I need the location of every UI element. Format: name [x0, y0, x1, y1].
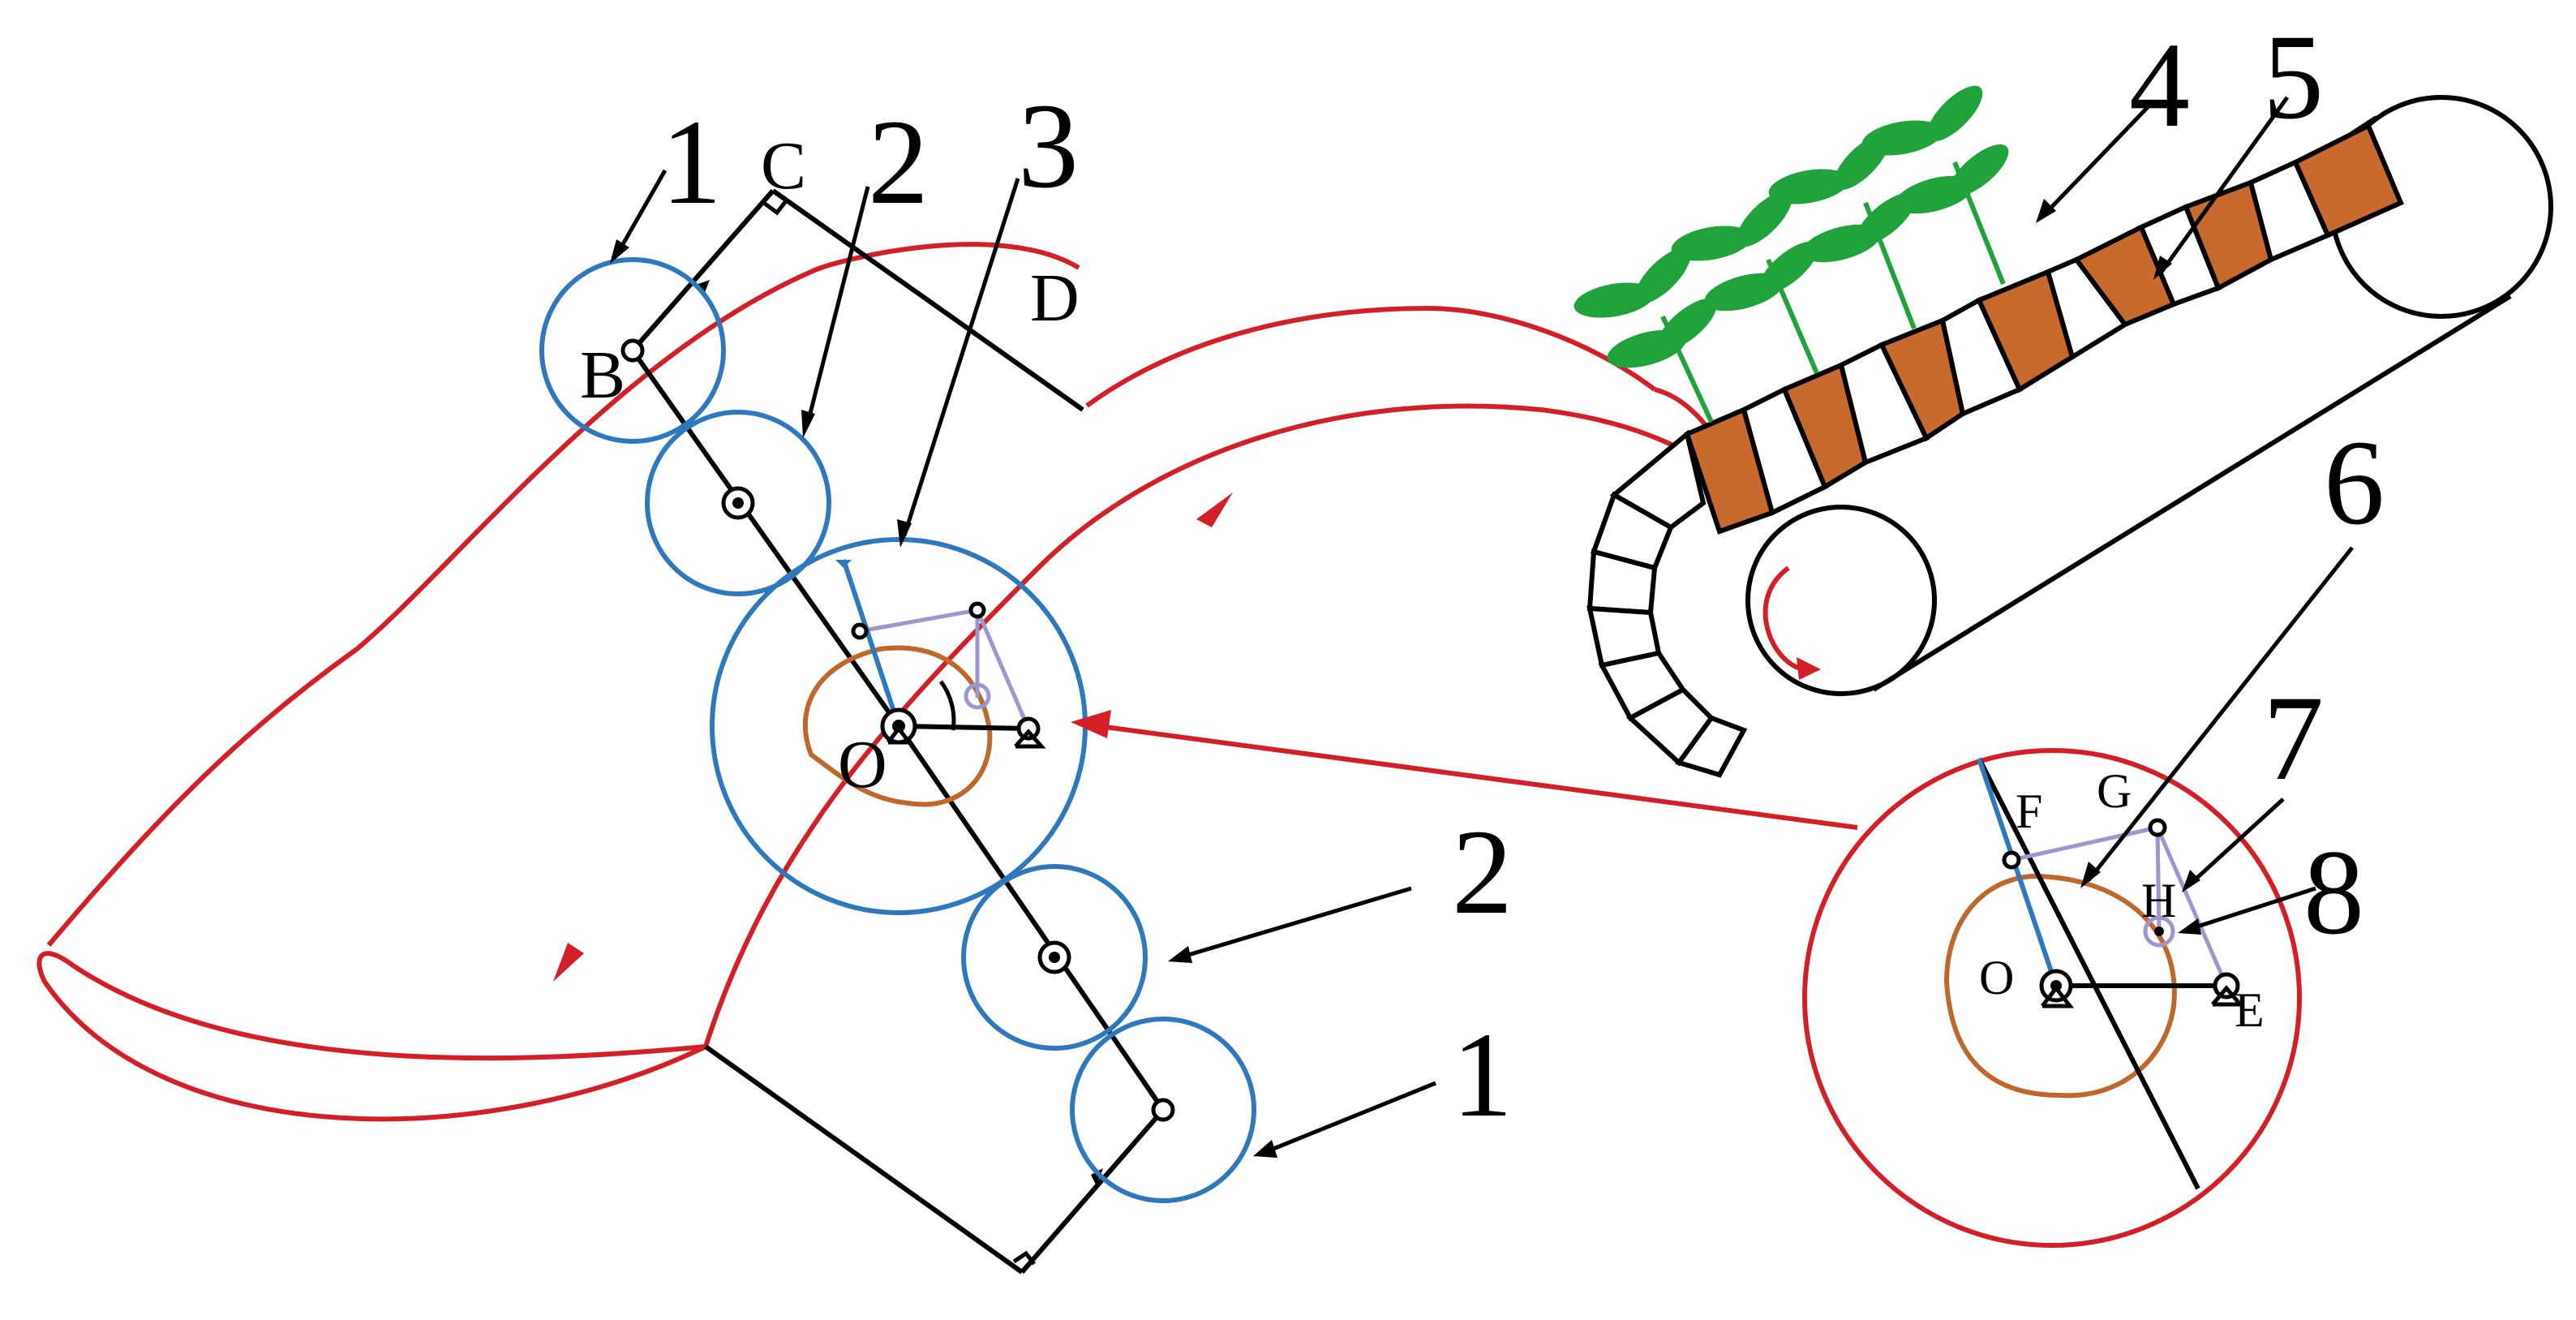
part-number-8: 8 — [2303, 825, 2364, 960]
detail-magnifier — [1071, 710, 2302, 1248]
gear-2-top — [645, 410, 831, 596]
trajectory-path — [36, 242, 1750, 1122]
part-number-4: 4 — [2129, 18, 2190, 153]
leader-lines — [610, 96, 2354, 1158]
pivot-F-main — [851, 622, 869, 640]
upper-arm — [630, 188, 1084, 728]
pivot-E-main — [1014, 716, 1046, 749]
gear-1-top — [539, 257, 726, 444]
part-number-1-top: 1 — [661, 95, 722, 230]
label-D: D — [1030, 260, 1080, 336]
part-number-6: 6 — [2324, 415, 2385, 550]
label-B: B — [580, 338, 625, 413]
pivot-lower-end — [1151, 1098, 1175, 1122]
label-C: C — [761, 128, 806, 204]
detail-label-O: O — [1979, 951, 2014, 1004]
detail-label-H: H — [2141, 874, 2176, 927]
pointer-marker — [835, 560, 852, 568]
part-number-1-bottom: 1 — [1452, 1008, 1513, 1142]
seedling-tray — [1586, 122, 2404, 778]
label-O: O — [838, 727, 887, 802]
pivot-O — [880, 707, 917, 745]
cam-profile — [803, 645, 993, 807]
seedlings — [1574, 85, 2009, 424]
inner-linkage — [841, 559, 1031, 731]
detail-label-G: G — [2097, 764, 2132, 818]
part-number-2-top: 2 — [868, 95, 929, 230]
part-number-3: 3 — [1018, 79, 1079, 213]
lower-arm — [704, 724, 1166, 1275]
detail-label-F: F — [2016, 785, 2042, 838]
part-number-5: 5 — [2263, 10, 2324, 144]
pivot-G-main — [968, 601, 986, 619]
part-number-2-bottom: 2 — [1452, 805, 1513, 939]
gear-2-bottom — [961, 864, 1148, 1051]
detail-label-E: E — [2235, 983, 2265, 1037]
part-number-7: 7 — [2263, 671, 2324, 806]
pivot-B — [620, 338, 645, 363]
pivot-lower-gear2 — [1037, 940, 1071, 974]
gear-1-bottom — [1070, 1017, 1256, 1203]
pivot-upper-gear2 — [721, 486, 755, 520]
